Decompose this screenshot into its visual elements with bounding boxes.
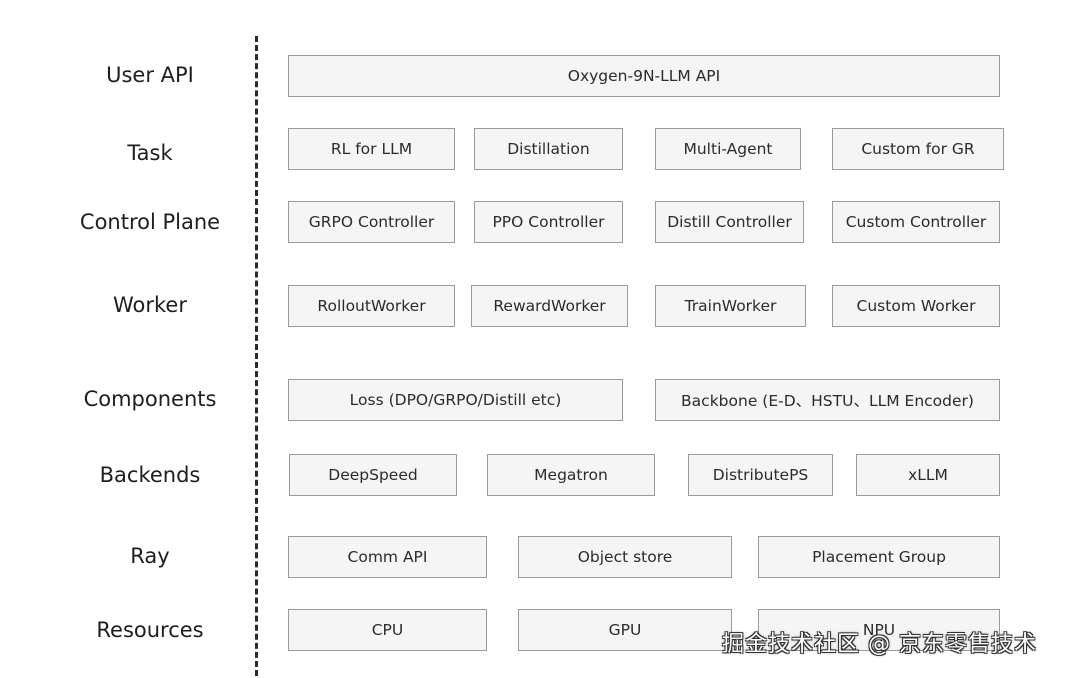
box-distillation: Distillation — [474, 128, 623, 170]
box-custom-for-gr: Custom for GR — [832, 128, 1004, 170]
box-custom-worker: Custom Worker — [832, 285, 1000, 327]
box-object-store: Object store — [518, 536, 732, 578]
box-train-worker: TrainWorker — [655, 285, 806, 327]
box-loss: Loss (DPO/GRPO/Distill etc) — [288, 379, 623, 421]
layer-label-control-plane: Control Plane — [79, 210, 221, 234]
box-ppo-controller: PPO Controller — [474, 201, 623, 243]
layer-label-resources: Resources — [96, 618, 204, 642]
box-xllm: xLLM — [856, 454, 1000, 496]
watermark: 掘金技术社区 @ 京东零售技术 — [722, 632, 1037, 657]
box-comm-api: Comm API — [288, 536, 487, 578]
box-custom-controller: Custom Controller — [832, 201, 1000, 243]
box-distill-controller: Distill Controller — [655, 201, 804, 243]
box-gpu: GPU — [518, 609, 732, 651]
layer-label-worker: Worker — [113, 293, 187, 317]
box-grpo-controller: GRPO Controller — [288, 201, 455, 243]
layer-label-user-api: User API — [106, 63, 194, 87]
layer-label-backends: Backends — [99, 463, 201, 487]
box-rl-for-llm: RL for LLM — [288, 128, 455, 170]
box-cpu: CPU — [288, 609, 487, 651]
box-distributeps: DistributePS — [688, 454, 833, 496]
box-multi-agent: Multi-Agent — [655, 128, 801, 170]
box-reward-worker: RewardWorker — [471, 285, 628, 327]
layer-label-task: Task — [127, 141, 173, 165]
box-rollout-worker: RolloutWorker — [288, 285, 455, 327]
box-npu: NPU — [758, 609, 1000, 651]
layer-label-ray: Ray — [130, 544, 170, 568]
box-oxygen-api: Oxygen-9N-LLM API — [288, 55, 1000, 97]
dashed-divider — [255, 36, 258, 676]
box-backbone: Backbone (E-D、HSTU、LLM Encoder) — [655, 379, 1000, 421]
box-deepspeed: DeepSpeed — [289, 454, 457, 496]
layer-label-components: Components — [83, 387, 217, 411]
box-megatron: Megatron — [487, 454, 655, 496]
box-placement-group: Placement Group — [758, 536, 1000, 578]
